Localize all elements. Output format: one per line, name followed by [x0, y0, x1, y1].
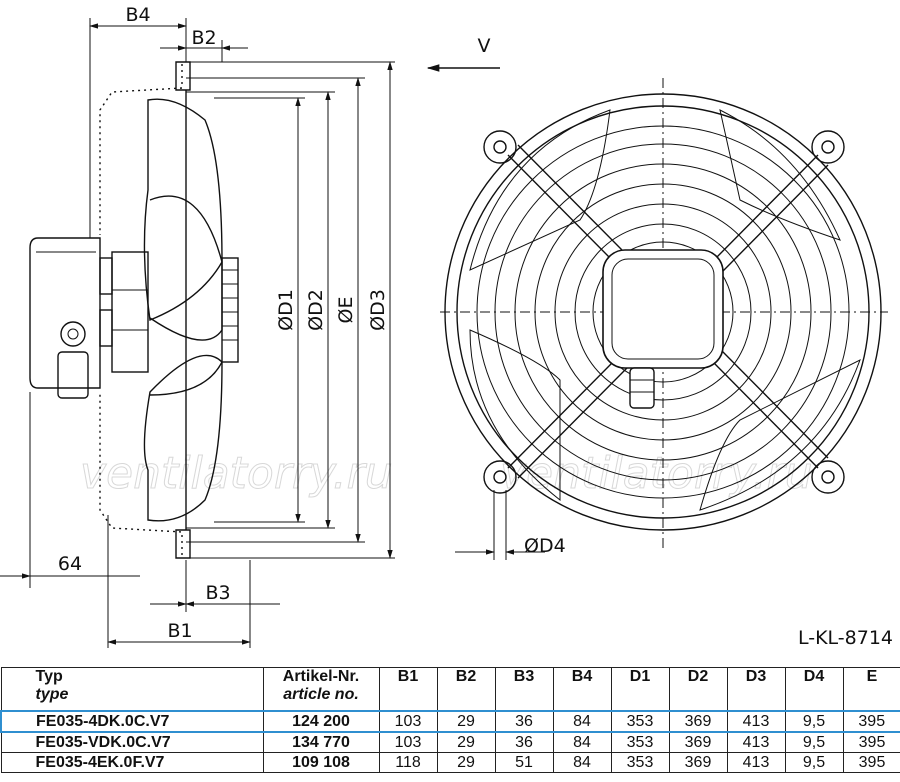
cell-b4: 84	[552, 752, 612, 773]
dim-64-label: 64	[58, 553, 82, 575]
dim-d2-label: ØD2	[305, 289, 327, 331]
cell-e: 395	[842, 710, 900, 733]
col-d2: D2	[668, 667, 728, 712]
cell-b2: 29	[436, 752, 496, 773]
cell-d4: 9,5	[784, 752, 844, 773]
dim-b2-label: B2	[191, 27, 216, 49]
col-b4: B4	[552, 667, 612, 712]
watermark-left: ventilatorry.ru	[80, 448, 393, 499]
watermark-right: ventilatorry.ru	[500, 448, 813, 499]
cell-b4: 84	[552, 710, 612, 733]
dim-b4-label: B4	[125, 4, 150, 26]
dim-d3-label: ØD3	[367, 289, 389, 331]
cell-b3: 36	[494, 710, 554, 733]
col-d3: D3	[726, 667, 786, 712]
cell-d2: 369	[668, 752, 728, 773]
cell-d4: 9,5	[784, 710, 844, 733]
col-e: E	[842, 667, 900, 712]
cell-art: 134 770	[262, 731, 380, 753]
cell-b1: 103	[378, 710, 438, 733]
cell-b4: 84	[552, 731, 612, 753]
col-b2: B2	[436, 667, 496, 712]
cell-d3: 413	[726, 752, 786, 773]
cell-d1: 353	[610, 710, 670, 733]
front-view: ØD4	[440, 78, 888, 560]
col-article: Artikel-Nr.article no.	[262, 667, 380, 712]
dim-b1-label: B1	[167, 620, 192, 642]
dim-d4-label: ØD4	[524, 535, 566, 557]
cell-b2: 29	[436, 731, 496, 753]
cell-typ: FE035-4DK.0C.V7	[0, 710, 264, 733]
cell-b3: 36	[494, 731, 554, 753]
cell-d3: 413	[726, 710, 786, 733]
dim-b3-label: B3	[205, 582, 230, 604]
cell-art: 124 200	[262, 710, 380, 733]
cell-typ: FE035-4EK.0F.V7	[0, 752, 264, 773]
cell-d1: 353	[610, 731, 670, 753]
cell-d2: 369	[668, 731, 728, 753]
cell-b1: 103	[378, 731, 438, 753]
cell-b2: 29	[436, 710, 496, 733]
col-b1: B1	[378, 667, 438, 712]
cell-d4: 9,5	[784, 731, 844, 753]
cell-e: 395	[842, 752, 900, 773]
cell-art: 109 108	[262, 752, 380, 773]
cell-d3: 413	[726, 731, 786, 753]
cell-e: 395	[842, 731, 900, 753]
col-d4: D4	[784, 667, 844, 712]
col-d1: D1	[610, 667, 670, 712]
view-label: V	[478, 35, 491, 57]
cell-b1: 118	[378, 752, 438, 773]
side-view: ØD1 ØD2 ØE ØD3 B4 B2 64 B3 B1	[0, 4, 395, 648]
cell-typ: FE035-VDK.0C.V7	[0, 731, 264, 753]
col-b3: B3	[494, 667, 554, 712]
technical-drawing: ventilatorry.ru ventilatorry.ru	[0, 4, 893, 649]
cell-b3: 51	[494, 752, 554, 773]
cell-d2: 369	[668, 710, 728, 733]
dim-e-label: ØE	[335, 297, 357, 324]
drawing-code: L-KL-8714	[798, 627, 893, 649]
cell-d1: 353	[610, 752, 670, 773]
dim-d1-label: ØD1	[275, 289, 297, 331]
